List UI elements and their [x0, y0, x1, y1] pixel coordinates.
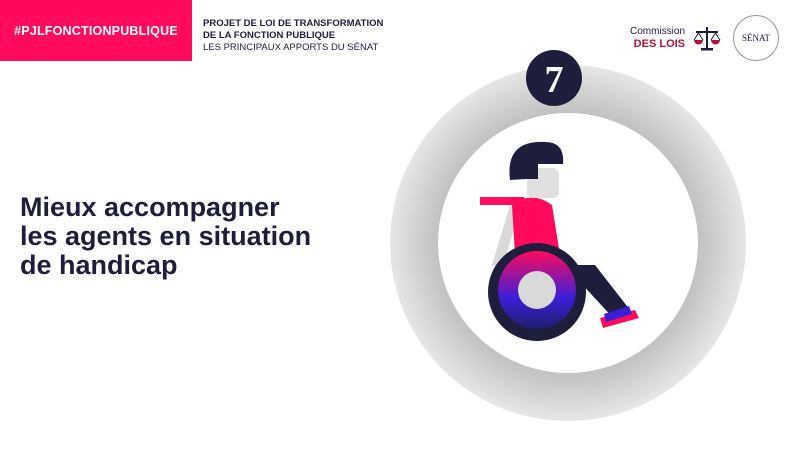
des-lois-label: DES LOIS [633, 38, 686, 50]
project-title: PROJET DE LOI DE TRANSFORMATION DE LA FO… [203, 18, 383, 54]
project-subtitle: LES PRINCIPAUX APPORTS DU SÉNAT [203, 42, 379, 53]
number-badge [526, 50, 582, 106]
title-line: les agents en situation [20, 221, 312, 251]
hair [509, 141, 564, 180]
hashtag-banner: #PJLFONCTIONPUBLIQUE [0, 0, 192, 61]
commission-label: Commission [630, 26, 686, 37]
title-line: Mieux accompagner [20, 192, 280, 222]
project-line: DE LA FONCTION PUBLIQUE [203, 30, 336, 41]
number-text: 7 [545, 59, 564, 101]
senat-label: SÉNAT [741, 33, 770, 43]
page-title: Mieux accompagner les agents en situatio… [20, 193, 311, 280]
title-line: de handicap [20, 250, 178, 280]
commission-logo: Commission DES LOIS [630, 26, 685, 50]
wheelchair-illustration: 7 [390, 50, 746, 421]
project-line: PROJET DE LOI DE TRANSFORMATION [203, 18, 384, 29]
senat-logo: SÉNAT [733, 15, 779, 61]
scales-icon [693, 27, 721, 51]
inner-circle [438, 113, 698, 373]
